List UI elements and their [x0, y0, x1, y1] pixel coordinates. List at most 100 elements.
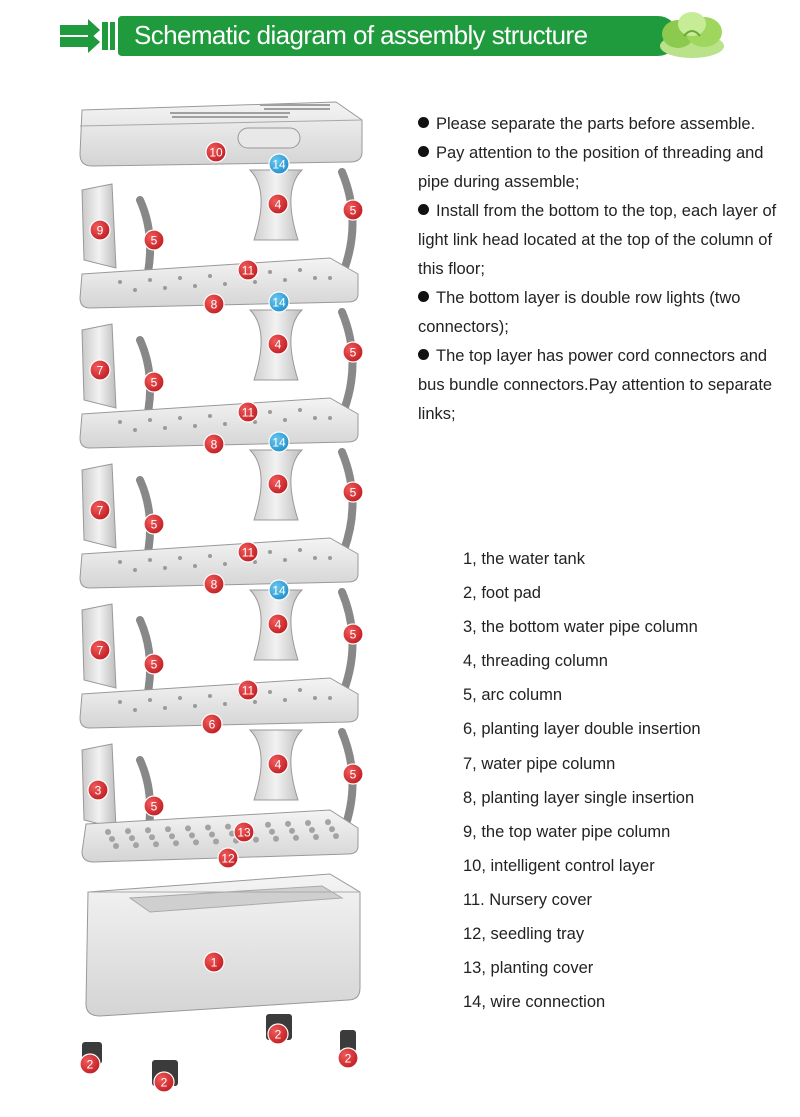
note-item: The top layer has power cord connectors …	[418, 342, 790, 429]
part-marker-threading: 4	[267, 333, 289, 355]
marker-number: 5	[151, 800, 158, 814]
part-marker-double-insertion: 6	[201, 713, 223, 735]
marker-badge	[267, 333, 289, 355]
marker-badge	[205, 141, 227, 163]
header-banner: Schematic diagram of assembly structure	[58, 12, 724, 60]
marker-number: 11	[242, 406, 255, 420]
legend-item: 14, wire connection	[463, 993, 606, 1012]
marker-badge	[203, 433, 225, 455]
marker-number: 2	[87, 1058, 94, 1072]
page-title: Schematic diagram of assembly structure	[134, 20, 588, 50]
marker-badge	[203, 293, 225, 315]
marker-number: 7	[97, 644, 104, 658]
legend-item: 6, planting layer double insertion	[463, 720, 701, 739]
marker-number: 14	[272, 296, 286, 310]
part-marker-pipe: 7	[89, 359, 111, 381]
part-marker-wire: 14	[268, 431, 290, 453]
marker-badge	[267, 193, 289, 215]
legend-item: 13, planting cover	[463, 959, 594, 978]
water-tank	[85, 873, 361, 1017]
marker-badge	[203, 951, 225, 973]
marker-number: 6	[209, 718, 216, 732]
bullet-icon	[418, 146, 429, 157]
marker-badge	[237, 401, 259, 423]
marker-badge	[89, 639, 111, 661]
marker-number: 5	[350, 768, 357, 782]
part-marker-single-insertion: 8	[203, 573, 225, 595]
diagram-svg: 1014459511814457511814457511814457511645…	[79, 101, 364, 1093]
part-marker-pipe: 7	[89, 639, 111, 661]
part-marker-threading: 4	[267, 753, 289, 775]
marker-badge	[337, 1047, 359, 1069]
marker-badge	[143, 653, 165, 675]
note-item: Install from the bottom to the top, each…	[418, 197, 790, 284]
marker-badge	[342, 623, 364, 645]
part-marker-foot-pad: 2	[79, 1053, 101, 1075]
marker-badge	[153, 1071, 175, 1093]
tier-3	[79, 448, 359, 589]
marker-badge	[237, 259, 259, 281]
marker-number: 5	[151, 234, 158, 248]
assembly-notes: Please separate the parts before assembl…	[418, 110, 790, 429]
part-marker-wire: 14	[268, 291, 290, 313]
marker-number: 5	[350, 204, 357, 218]
seedling-tray	[81, 809, 359, 863]
marker-number: 4	[275, 338, 282, 352]
marker-number: 3	[95, 784, 102, 798]
marker-number: 4	[275, 758, 282, 772]
marker-number: 11	[242, 264, 255, 278]
marker-number: 5	[350, 628, 357, 642]
part-marker-nursery-cover: 11	[237, 401, 259, 423]
marker-number: 2	[275, 1028, 282, 1042]
marker-number: 8	[211, 438, 218, 452]
part-marker-wire: 14	[268, 579, 290, 601]
part-marker-threading: 4	[267, 193, 289, 215]
part-marker-foot-pad: 2	[267, 1023, 289, 1045]
marker-number: 14	[272, 158, 286, 172]
marker-badge	[267, 473, 289, 495]
marker-badge	[268, 431, 290, 453]
part-marker-arc: 5	[342, 341, 364, 363]
part-marker-seedling-tray: 12	[217, 847, 239, 869]
banner-bar	[118, 16, 678, 56]
marker-number: 8	[211, 578, 218, 592]
bullet-icon	[418, 117, 429, 128]
legend-item: 5, arc column	[463, 686, 563, 705]
part-marker-top-pipe: 9	[89, 219, 111, 241]
part-marker-wire: 14	[268, 153, 290, 175]
marker-number: 2	[161, 1076, 168, 1090]
marker-number: 4	[275, 198, 282, 212]
part-marker-threading: 4	[267, 473, 289, 495]
part-marker-arc: 5	[143, 513, 165, 535]
legend-item: 11. Nursery cover	[463, 890, 592, 909]
marker-number: 13	[237, 826, 251, 840]
marker-badge	[268, 291, 290, 313]
marker-number: 5	[350, 346, 357, 360]
marker-number: 4	[275, 618, 282, 632]
marker-number: 14	[272, 436, 286, 450]
marker-number: 5	[151, 518, 158, 532]
part-marker-nursery-cover: 11	[237, 679, 259, 701]
part-marker-tank: 1	[203, 951, 225, 973]
note-text: Please separate the parts before assembl…	[436, 115, 756, 133]
part-marker-foot-pad: 2	[337, 1047, 359, 1069]
part-marker-arc: 5	[143, 371, 165, 393]
marker-number: 5	[350, 486, 357, 500]
marker-number: 1	[211, 956, 218, 970]
legend-item: 1, the water tank	[463, 550, 585, 568]
legend-item: 8, planting layer single insertion	[463, 788, 695, 807]
note-text: The bottom layer is double row lights (t…	[418, 289, 741, 336]
legend-item: 12, seedling tray	[463, 925, 585, 944]
marker-badge	[143, 795, 165, 817]
marker-number: 9	[97, 224, 104, 238]
marker-badge	[233, 821, 255, 843]
note-text: Pay attention to the position of threadi…	[418, 144, 764, 191]
part-marker-threading: 4	[267, 613, 289, 635]
part-marker-arc: 5	[143, 653, 165, 675]
marker-badge	[267, 753, 289, 775]
marker-badge	[143, 371, 165, 393]
tier-4	[79, 588, 359, 729]
double-arrow-icon	[60, 19, 115, 53]
marker-badge	[89, 219, 111, 241]
